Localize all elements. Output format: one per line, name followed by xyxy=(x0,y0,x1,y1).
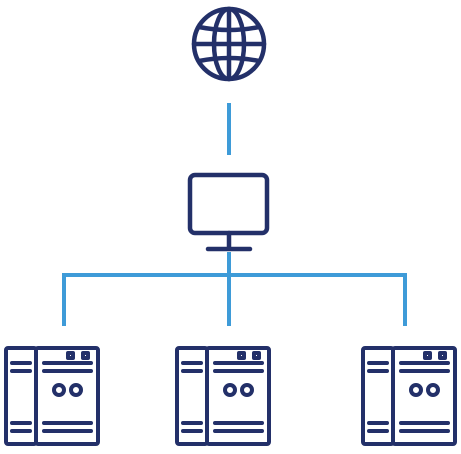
server-rack-icon xyxy=(4,346,100,446)
monitor-icon xyxy=(187,172,270,252)
server-rack-icon xyxy=(361,346,457,446)
globe-icon xyxy=(191,6,267,82)
server-rack-icon xyxy=(175,346,271,446)
connectors xyxy=(62,103,407,326)
